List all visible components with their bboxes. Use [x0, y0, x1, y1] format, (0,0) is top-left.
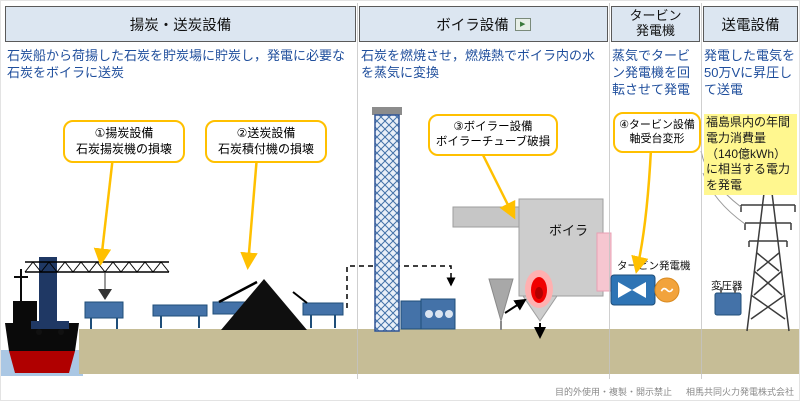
footer-usage-notice: 目的外使用・複製・開示禁止 — [554, 387, 672, 397]
boiler-duct — [452, 206, 524, 228]
reclaimer-legs — [310, 315, 336, 328]
ship-hull-stripe — [9, 351, 75, 373]
chimney — [374, 114, 400, 332]
steam-duct — [596, 232, 612, 292]
unloader-tower — [39, 257, 57, 323]
column-header-coal-handling-label: 揚炭・送炭設備 — [129, 17, 232, 34]
description-coal-handling: 石炭船から荷揚した石炭を貯炭場に貯炭し，発電に必要な石炭をボイラに送炭 — [7, 48, 346, 81]
footer: 目的外使用・複製・開示禁止 相馬共同火力発電株式会社 — [555, 385, 794, 398]
callout-turbine-damage: ④タービン設備 軸受台変形 — [613, 112, 701, 153]
consumption-note: 福島県内の年間電力消費量（140億kWh）に相当する電力を発電 — [704, 114, 797, 196]
column-divider-1 — [357, 3, 358, 379]
callout-title: ②送炭設備 — [236, 126, 296, 140]
reclaimer-arm — [292, 291, 308, 304]
video-icon[interactable]: ▶ — [514, 17, 531, 31]
flame-center — [535, 287, 543, 299]
turbine-valve-right — [632, 282, 646, 298]
column-header-boiler: ボイラ設備 ▶ — [359, 6, 608, 42]
turbine-generator-label: タービン発電機 — [617, 259, 691, 272]
transformer-bushings — [720, 287, 736, 293]
callout-arrow-boiler — [479, 150, 516, 220]
boiler-label: ボイラ — [549, 223, 588, 238]
column-divider-3 — [701, 3, 702, 379]
coal-pile — [221, 279, 307, 330]
unloader-wheel — [58, 329, 64, 335]
callout-subtitle: ボイラーチューブ破損 — [435, 135, 551, 148]
callout-title: ③ボイラー設備 — [453, 121, 533, 133]
stacker-boom — [218, 280, 258, 304]
transformer-body — [714, 292, 742, 316]
column-header-boiler-label: ボイラ設備 — [436, 17, 509, 34]
mill-roller — [425, 310, 433, 318]
coal-conveyor-1 — [152, 304, 208, 317]
callout-stacker-damage: ②送炭設備 石炭積付機の損壊 — [205, 120, 327, 164]
ground — [79, 329, 799, 374]
transformer-label: 変圧器 — [711, 279, 743, 292]
mill-roller — [435, 310, 443, 318]
callout-unloader-damage: ①揚炭設備 石炭揚炭機の損壊 — [63, 120, 185, 164]
transmission-tower — [740, 175, 796, 332]
callout-boiler-damage: ③ボイラー設備 ボイラーチューブ破損 — [428, 114, 558, 156]
callout-subtitle: 石炭揚炭機の損壊 — [75, 141, 172, 156]
conveyor-1-legs — [160, 316, 200, 328]
column-header-turbine: タービン 発電機 — [611, 6, 700, 42]
callout-arrow-turbine — [631, 148, 653, 274]
callout-arrow-stacker — [240, 155, 259, 270]
callout-title: ④タービン設備 — [619, 119, 695, 131]
turbine-valve-left — [618, 282, 632, 298]
chimney-base-building — [400, 300, 422, 330]
callout-title: ①揚炭設備 — [94, 126, 154, 140]
generator-ac-symbol: 〜 — [660, 283, 673, 298]
description-boiler: 石炭を燃焼させ，燃焼熱でボイラ内の水を蒸気に変換 — [361, 48, 596, 81]
callout-arrow-unloader — [93, 155, 115, 266]
mill-roller — [445, 310, 453, 318]
description-transmission: 発電した電気を50万Vに昇圧して送電 — [704, 48, 796, 98]
ship-superstructure — [13, 301, 37, 323]
callout-subtitle: 軸受台変形 — [629, 133, 685, 146]
reclaimer-machine — [302, 302, 344, 316]
column-header-coal-handling: 揚炭・送炭設備 — [5, 6, 356, 42]
column-divider-2 — [609, 3, 610, 379]
column-header-transmission: 送電設備 — [703, 6, 798, 42]
description-turbine: 蒸気でタービン発電機を回転させて発電 — [612, 48, 691, 98]
ship-mast — [14, 269, 28, 301]
column-header-turbine-label: タービン 発電機 — [629, 8, 682, 38]
unloader-hopper — [84, 301, 124, 319]
chimney-cap — [372, 107, 402, 115]
column-header-transmission-label: 送電設備 — [721, 17, 780, 34]
fuel-arrow — [504, 298, 527, 314]
unloader-hopper-legs — [90, 318, 118, 329]
callout-subtitle: 石炭積付機の損壊 — [217, 141, 314, 156]
unloader-grab-bucket — [98, 289, 112, 300]
ash-funnel — [488, 278, 514, 323]
footer-company-name: 相馬共同火力発電株式会社 — [685, 387, 794, 397]
generator-circle — [654, 277, 680, 303]
unloader-gantry — [31, 321, 69, 329]
unloader-wheel — [36, 329, 42, 335]
